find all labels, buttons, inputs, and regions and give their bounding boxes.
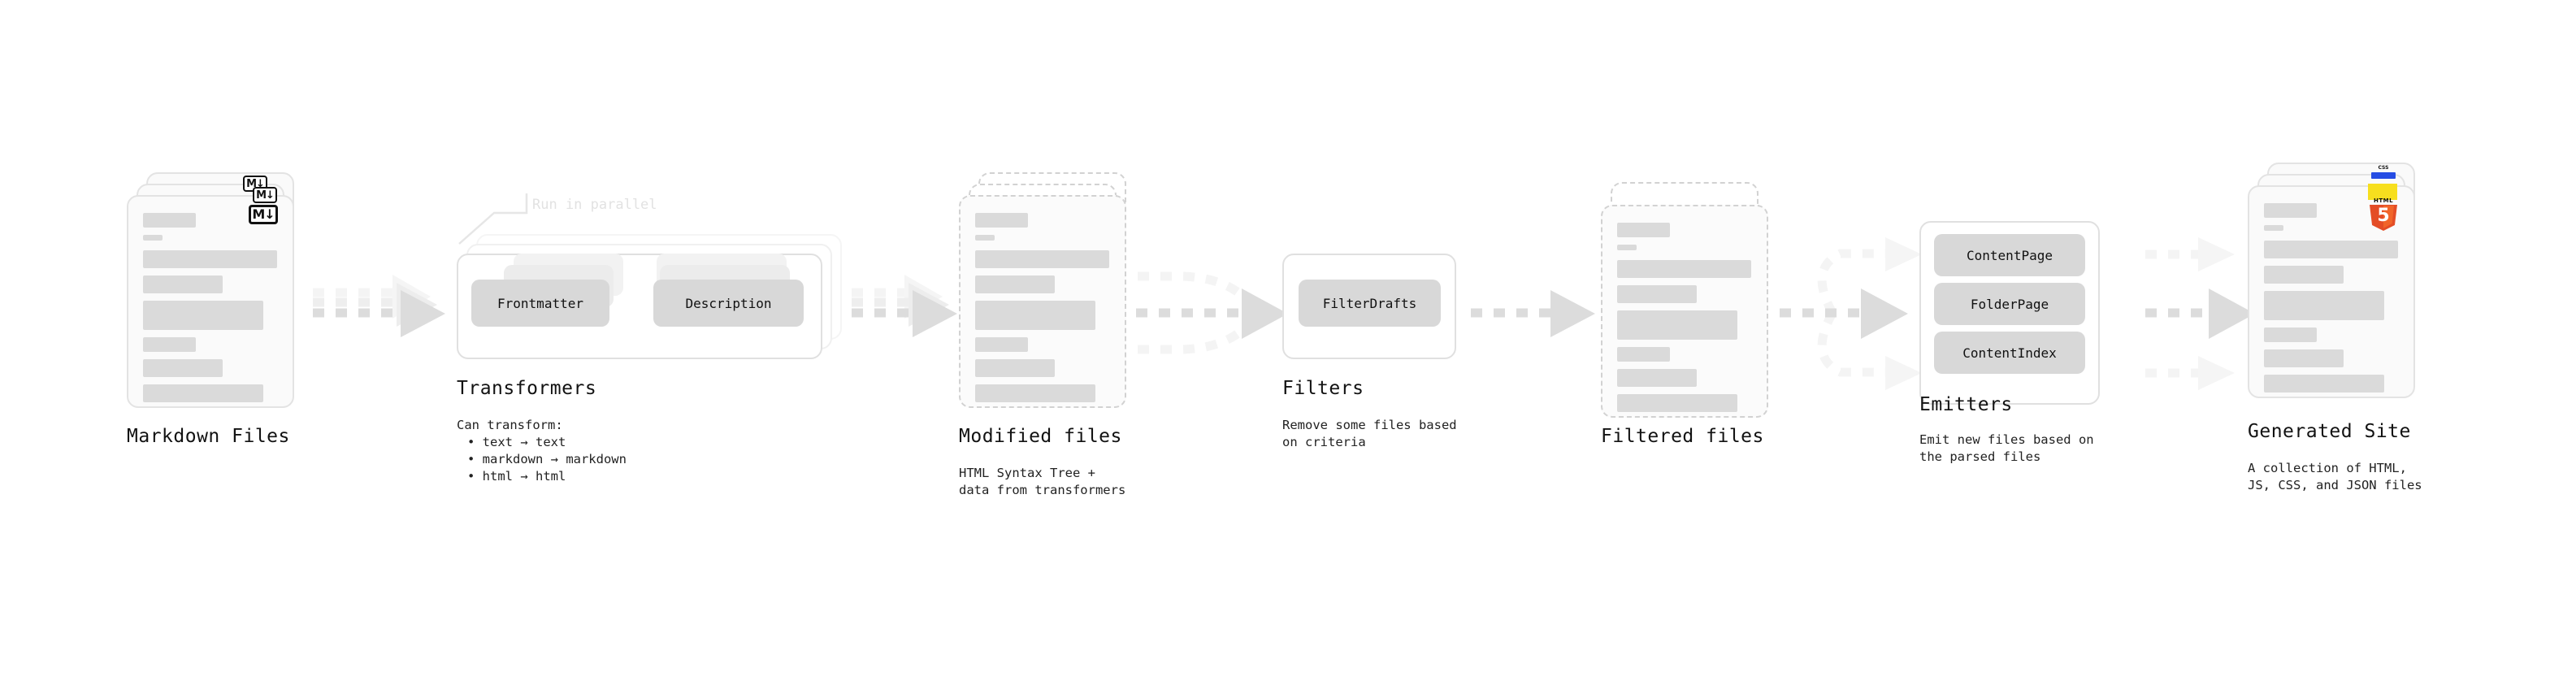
placeholder-line: [975, 213, 1028, 228]
markdown-files-stack: M↓ M↓ M↓: [127, 172, 294, 408]
transformers-subtitle-line: • markdown → markdown: [467, 452, 627, 466]
markdown-files-title: Markdown Files: [127, 426, 290, 447]
modified-files-title: Modified files: [959, 426, 1122, 447]
placeholder-line: [2264, 375, 2384, 393]
filters-title: Filters: [1282, 378, 1364, 399]
arrow-filtered-to-emitters: [1780, 237, 1922, 390]
markdown-icon: M↓: [249, 205, 278, 224]
filtered-files-stack: [1601, 182, 1768, 418]
emitters-subtitle-line: Emit new files based on: [1919, 432, 2094, 447]
arrow-filters-to-filtered: [1471, 290, 1595, 337]
placeholder-line: [143, 250, 277, 268]
js-icon: [2368, 184, 2397, 200]
markdown-card-front: [127, 195, 294, 408]
placeholder-lines: [2264, 203, 2400, 400]
arrow-emitters-to-site: [2145, 237, 2255, 390]
placeholder-line: [2264, 241, 2398, 258]
placeholder-line: [975, 301, 1095, 330]
transformer-chip-description[interactable]: Description: [653, 280, 804, 327]
placeholder-line: [975, 250, 1109, 268]
modified-files-subtitle: HTML Syntax Tree + data from transformer…: [959, 465, 1125, 499]
placeholder-line: [1617, 223, 1670, 237]
placeholder-line: [143, 384, 263, 402]
placeholder-line: [143, 359, 223, 377]
emitters-title: Emitters: [1919, 394, 2013, 415]
filters-subtitle: Remove some files based on criteria: [1282, 417, 1457, 451]
transformers-subtitle: Can transform: • text → text • markdown …: [457, 417, 627, 485]
placeholder-line: [1617, 285, 1697, 303]
placeholder-line: [143, 235, 163, 241]
emitters-subtitle-line: the parsed files: [1919, 449, 2041, 464]
placeholder-line: [1617, 369, 1697, 387]
transformers-title: Transformers: [457, 378, 597, 399]
placeholder-line: [2264, 349, 2344, 367]
placeholder-line: [975, 384, 1095, 402]
placeholder-line: [143, 337, 196, 352]
placeholder-lines: [1617, 223, 1754, 419]
generated-site-subtitle-line: A collection of HTML,: [2248, 461, 2407, 475]
placeholder-line: [2264, 225, 2283, 231]
placeholder-line: [1617, 260, 1751, 278]
placeholder-lines: [143, 213, 280, 410]
transformer-chip-frontmatter[interactable]: Frontmatter: [471, 280, 609, 327]
filtered-files-title: Filtered files: [1601, 426, 1764, 447]
placeholder-line: [1617, 245, 1637, 250]
placeholder-lines: [975, 213, 1112, 410]
placeholder-line: [975, 359, 1055, 377]
placeholder-line: [1617, 310, 1737, 340]
emitter-chip-folderpage[interactable]: FolderPage: [1934, 283, 2085, 325]
placeholder-line: [975, 235, 995, 241]
placeholder-line: [143, 213, 196, 228]
generated-site-subtitle: A collection of HTML, JS, CSS, and JSON …: [2248, 460, 2422, 494]
modified-files-subtitle-line: data from transformers: [959, 483, 1126, 497]
placeholder-line: [2264, 327, 2317, 342]
arrow-markdown-to-transformers: [313, 275, 445, 337]
transformers-subtitle-line: • text → text: [467, 435, 566, 449]
placeholder-line: [2264, 266, 2344, 284]
modified-card-front: [959, 195, 1126, 408]
placeholder-line: [1617, 394, 1737, 412]
css3-icon: CSS: [2371, 165, 2396, 179]
emitters-subtitle: Emit new files based on the parsed files: [1919, 432, 2094, 466]
run-in-parallel-annotation: Run in parallel: [532, 197, 657, 213]
filter-chip-filterdrafts[interactable]: FilterDrafts: [1299, 280, 1441, 327]
modified-files-subtitle-line: HTML Syntax Tree +: [959, 466, 1095, 480]
filtered-card-front: [1601, 205, 1768, 418]
generated-site-title: Generated Site: [2248, 421, 2411, 442]
html5-icon: HTML 5: [2370, 197, 2397, 231]
placeholder-line: [143, 275, 223, 293]
modified-files-stack: [959, 172, 1126, 408]
generated-site-subtitle-line: JS, CSS, and JSON files: [2248, 478, 2422, 492]
emitter-chip-contentpage[interactable]: ContentPage: [1934, 234, 2085, 276]
placeholder-line: [1617, 347, 1670, 362]
arrow-transformers-to-modified: [829, 275, 957, 337]
placeholder-line: [975, 275, 1055, 293]
markdown-icon: M↓: [253, 187, 277, 203]
generated-site-stack: CSS HTML 5: [2248, 163, 2415, 398]
arrow-modified-to-filters: [1136, 271, 1288, 354]
transformers-subtitle-line: Can transform:: [457, 418, 563, 432]
placeholder-line: [2264, 203, 2317, 218]
placeholder-line: [2264, 291, 2384, 320]
placeholder-line: [975, 337, 1028, 352]
emitter-chip-contentindex[interactable]: ContentIndex: [1934, 332, 2085, 374]
filters-subtitle-line: on criteria: [1282, 435, 1366, 449]
placeholder-line: [143, 301, 263, 330]
transformers-subtitle-line: • html → html: [467, 469, 566, 484]
filters-subtitle-line: Remove some files based: [1282, 418, 1457, 432]
